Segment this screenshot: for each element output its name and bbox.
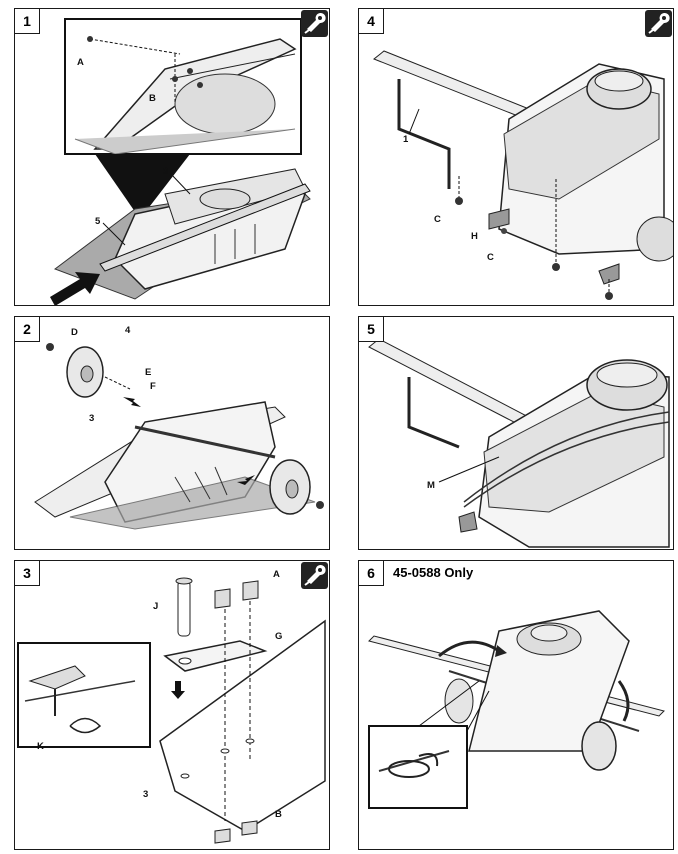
- pin-bracket-illustration: [17, 577, 326, 844]
- callout-label: 1: [403, 134, 409, 145]
- hose-routing-illustration: [368, 338, 670, 548]
- wrench-icon: [301, 10, 328, 37]
- callout-label: D: [71, 327, 78, 338]
- step-number: 3: [15, 561, 40, 586]
- step-panel-1: 1 A B 3 5: [14, 8, 330, 306]
- callout-label: A: [273, 569, 280, 580]
- arrow-icon: [50, 272, 100, 305]
- wrench-icon: [645, 10, 672, 37]
- panel-title: 45-0588 Only: [393, 565, 474, 580]
- step-number: 5: [359, 317, 384, 342]
- callout-label: M: [427, 480, 435, 491]
- callout-label: C: [434, 214, 441, 225]
- wheel-install-illustration: [34, 343, 324, 530]
- boom-fold-illustration: [368, 610, 665, 809]
- wrench-icon: [301, 562, 328, 589]
- callout-label: C: [487, 252, 494, 263]
- step-panel-2: 2 D 4 E F 3: [14, 316, 330, 550]
- callout-label: E: [145, 367, 152, 378]
- callout-label: 3: [143, 789, 149, 800]
- callout-label: 3: [163, 166, 169, 177]
- step-number: 4: [359, 9, 384, 34]
- callout-label: 4: [125, 325, 131, 336]
- tank-assembly-illustration: [50, 18, 311, 305]
- callout-label: 3: [89, 413, 95, 424]
- callout-label: B: [275, 809, 282, 820]
- step-number: 2: [15, 317, 40, 342]
- boom-mount-illustration: [373, 50, 673, 300]
- callout-label: H: [471, 231, 478, 242]
- step-number: 1: [15, 9, 40, 34]
- arrow-icon: [171, 681, 185, 699]
- step-number: 6: [359, 561, 384, 586]
- step-panel-4: 4 1 C H C: [358, 8, 674, 306]
- step-panel-6: 6 45-0588 Only: [358, 560, 674, 850]
- callout-label: 5: [95, 216, 101, 227]
- step-panel-3: 3 J A G K 3 B: [14, 560, 330, 850]
- callout-label: J: [153, 601, 159, 612]
- callout-label: F: [150, 381, 156, 392]
- callout-label: G: [275, 631, 283, 642]
- callout-label: B: [149, 93, 156, 104]
- step-panel-5: 5 M: [358, 316, 674, 550]
- callout-label: K: [37, 741, 44, 752]
- callout-label: A: [77, 57, 84, 68]
